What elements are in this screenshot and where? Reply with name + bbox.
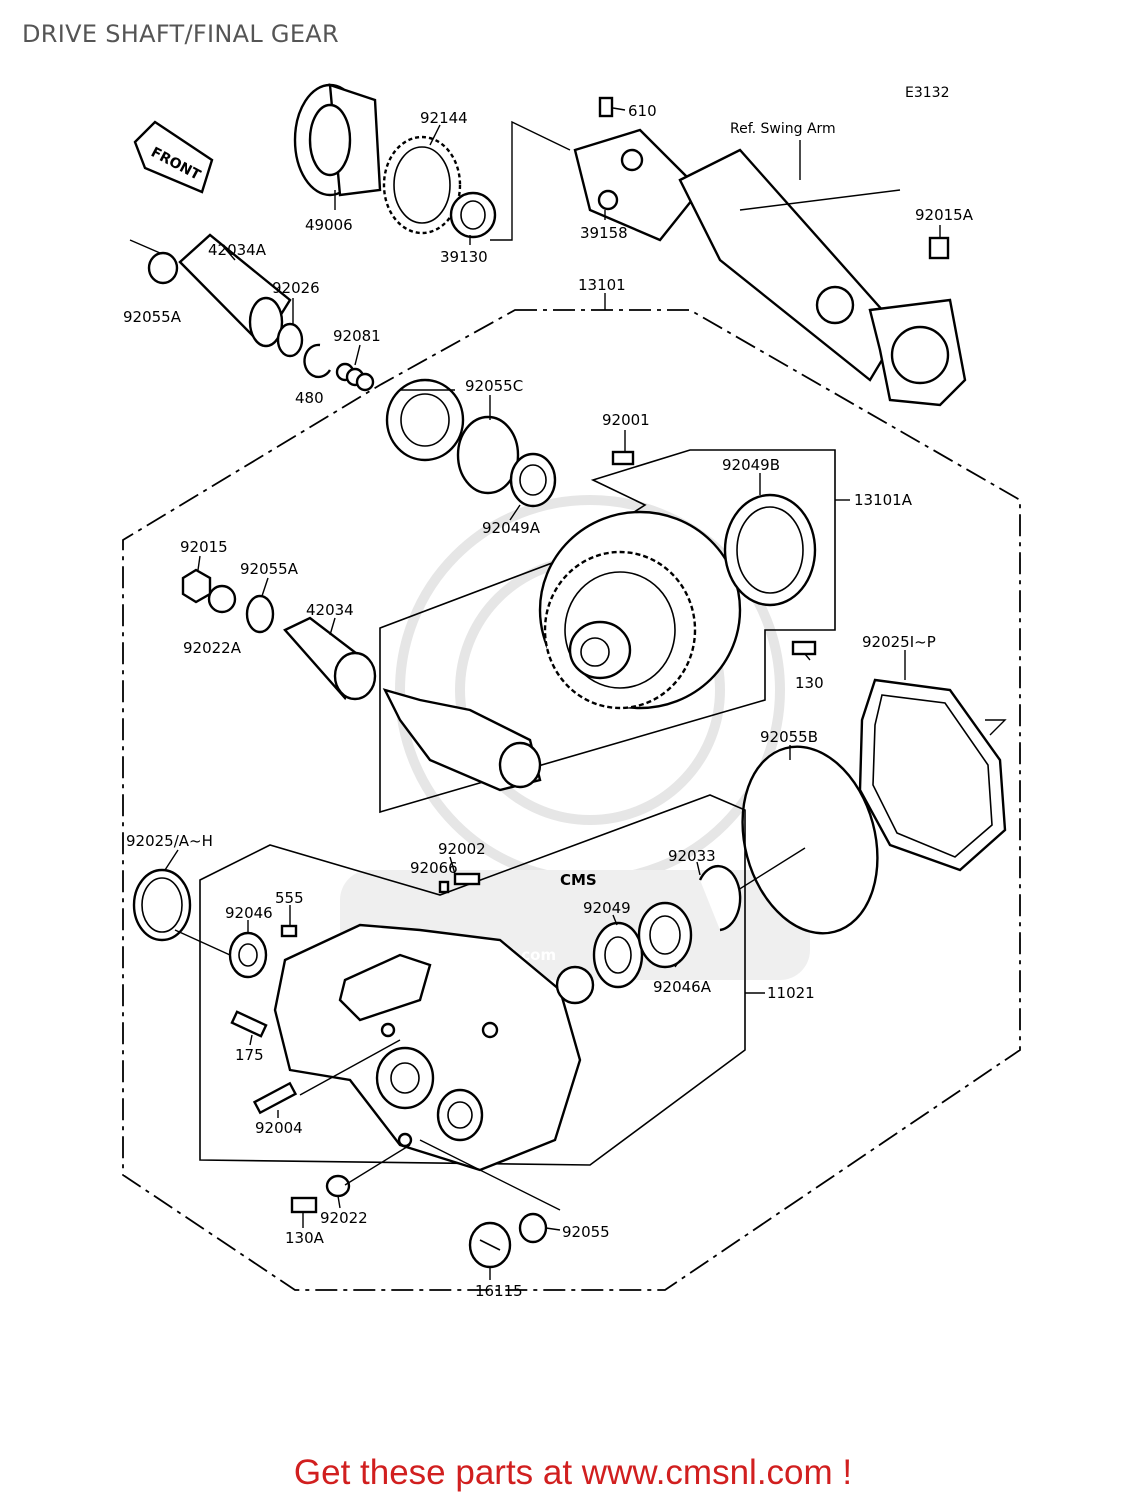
label-92055A-top: 92055A xyxy=(123,308,182,326)
part-92046A-bearing xyxy=(637,901,693,969)
part-92055C-bearing-housing xyxy=(385,378,465,462)
label-92025-A-H: 92025/A~H xyxy=(126,832,213,850)
part-92049-seal xyxy=(592,921,644,989)
part-92055-oring xyxy=(518,1212,548,1244)
part-92002-stud xyxy=(453,872,481,886)
label-92066: 92066 xyxy=(410,859,458,877)
label-92015A: 92015A xyxy=(915,206,974,224)
part-16115-plug xyxy=(468,1221,512,1269)
label-92046A: 92046A xyxy=(653,978,712,996)
label-49006: 49006 xyxy=(305,216,353,234)
part-92025I-P-gasket xyxy=(858,678,1007,872)
part-92026-washer xyxy=(276,322,304,358)
part-39158-drive-shaft xyxy=(573,128,702,242)
label-92055C: 92055C xyxy=(465,377,523,395)
label-13101A: 13101A xyxy=(854,491,913,509)
part-610-pin xyxy=(598,96,614,118)
leader-lines xyxy=(129,107,941,1280)
part-92144-spring xyxy=(382,135,462,235)
label-555: 555 xyxy=(275,889,304,907)
part-175-stud xyxy=(230,1010,268,1038)
label-92049: 92049 xyxy=(583,899,631,917)
page-title: DRIVE SHAFT/FINAL GEAR xyxy=(22,20,339,48)
part-pinion-gear-shaft xyxy=(382,688,542,792)
label-92081: 92081 xyxy=(333,327,381,345)
label-92022A: 92022A xyxy=(183,639,242,657)
label-92033: 92033 xyxy=(668,847,716,865)
assembly-outline-11021 xyxy=(199,794,746,1166)
assembly-outline-13101 xyxy=(122,309,1021,1291)
part-92055A-oring-top xyxy=(147,251,179,285)
part-92015A-nipple xyxy=(928,236,950,260)
part-92015-nut xyxy=(181,568,212,604)
part-130-bolt xyxy=(791,640,817,656)
label-92002: 92002 xyxy=(438,840,486,858)
label-92046: 92046 xyxy=(225,904,273,922)
ref-swing-arm-note: Ref. Swing Arm xyxy=(730,121,836,137)
label-42034: 42034 xyxy=(306,601,354,619)
diagram-code: E3132 xyxy=(905,85,949,101)
part-92022-washer xyxy=(325,1174,351,1198)
part-92055A-oring-mid xyxy=(245,594,275,634)
label-92055: 92055 xyxy=(562,1223,610,1241)
label-92026: 92026 xyxy=(272,279,320,297)
part-labels: 610 92144 49006 39130 39158 92015A 42034… xyxy=(123,102,974,1300)
label-92049A: 92049A xyxy=(482,519,541,537)
part-92081-spring xyxy=(335,362,375,392)
part-555-dowel xyxy=(280,924,298,938)
swing-arm-reference xyxy=(678,148,967,407)
part-49006-joint-coupler xyxy=(293,83,382,197)
part-92066-pin xyxy=(438,880,450,894)
part-42034-bearing xyxy=(283,616,377,701)
part-92049B-seal xyxy=(723,493,817,607)
part-92055B-oring xyxy=(741,745,879,935)
label-16115: 16115 xyxy=(475,1282,523,1300)
label-39158: 39158 xyxy=(580,224,628,242)
label-92144: 92144 xyxy=(420,109,468,127)
label-92015: 92015 xyxy=(180,538,228,556)
label-13101: 13101 xyxy=(578,276,626,294)
label-92001: 92001 xyxy=(602,411,650,429)
part-92046-bearing xyxy=(228,931,268,979)
part-92055C-oring xyxy=(456,415,520,495)
part-130A-bolt xyxy=(290,1196,318,1214)
part-39130-collar xyxy=(449,191,497,239)
part-92022A-washer xyxy=(207,584,237,614)
part-ring-gear xyxy=(538,510,742,710)
label-92055B: 92055B xyxy=(760,728,818,746)
label-92055A-mid: 92055A xyxy=(240,560,299,578)
label-92049B: 92049B xyxy=(722,456,780,474)
part-92049A-seal xyxy=(509,452,557,508)
part-42034A-tube xyxy=(178,233,292,348)
label-11021: 11021 xyxy=(767,984,815,1002)
label-39130: 39130 xyxy=(440,248,488,266)
label-175: 175 xyxy=(235,1046,264,1064)
label-480: 480 xyxy=(295,389,324,407)
label-92004: 92004 xyxy=(255,1119,303,1137)
part-480-circlip xyxy=(303,343,332,379)
part-92004-stud xyxy=(252,1081,298,1115)
part-92001-bolt xyxy=(611,450,635,466)
label-92025I-P: 92025I~P xyxy=(862,633,936,651)
front-arrow-icon: FRONT xyxy=(133,120,214,194)
part-92025-A-H-shim xyxy=(132,868,192,942)
label-92022: 92022 xyxy=(320,1209,368,1227)
part-92033-circlip xyxy=(698,864,742,932)
footer-cta-link[interactable]: Get these parts at www.cmsnl.com ! xyxy=(293,1453,853,1492)
part-11021-final-gear-case xyxy=(273,923,582,1172)
label-130: 130 xyxy=(795,674,824,692)
watermark-brand: CMS xyxy=(560,871,597,889)
label-42034A: 42034A xyxy=(208,241,267,259)
part-92049-bushing xyxy=(555,965,595,1005)
label-130A: 130A xyxy=(285,1229,325,1247)
label-610: 610 xyxy=(628,102,657,120)
